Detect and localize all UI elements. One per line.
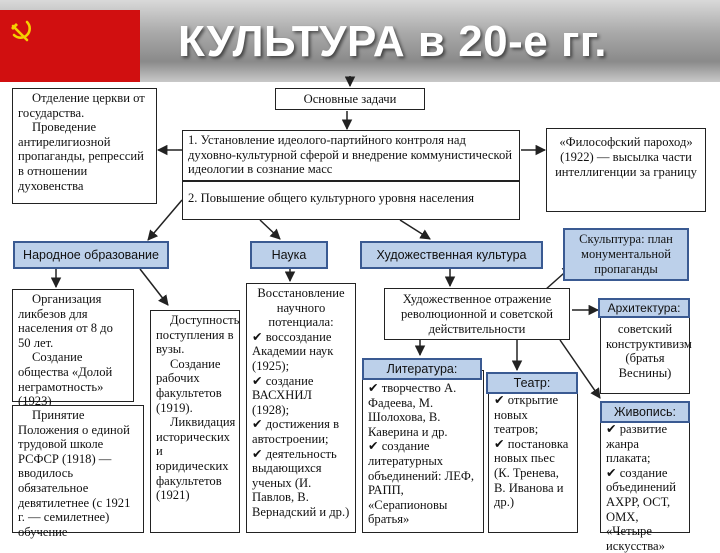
- education-label: Народное образование: [13, 241, 169, 269]
- church-separation-text: Отделение церкви от государства.: [18, 91, 145, 120]
- university-access-text: Доступность поступления в вузы.: [156, 313, 240, 357]
- down-with-illiteracy-text: Создание общества «Долой неграмотность» …: [18, 350, 113, 409]
- education-literacy-box: Организация ликбезов для населения от 8 …: [12, 289, 134, 408]
- science-heading: Восстановление научного потенциала:: [257, 286, 345, 330]
- science-item: ✔ деятельность выдающихся ученых (И. Пав…: [252, 446, 350, 519]
- painting-item: ✔ развитие жанра плаката;: [606, 422, 668, 466]
- architecture-box: советский конструктивизм (братья Веснины…: [600, 312, 692, 394]
- science-box: Восстановление научного потенциала: ✔ во…: [246, 283, 356, 533]
- soviet-flag: [0, 10, 140, 82]
- sculpture-callout: Скульптура: план монументальной пропаган…: [563, 228, 689, 281]
- theatre-item: ✔ открытие новых театров;: [494, 393, 559, 437]
- philosophy-steamer-box: «Философский пароход» (1922) — высылка ч…: [546, 128, 706, 212]
- science-item: ✔ создание ВАСХНИЛ (1928);: [252, 373, 314, 417]
- likbez-text: Организация ликбезов для населения от 8 …: [18, 292, 113, 350]
- architecture-callout: Архитектура:: [598, 298, 690, 318]
- church-box: Отделение церкви от государства. Проведе…: [12, 88, 157, 204]
- higher-education-box: Доступность поступления в вузы. Создание…: [150, 310, 240, 533]
- painting-box: ✔ развитие жанра плаката; ✔ создание объ…: [600, 413, 690, 553]
- theatre-box: ✔ открытие новых театров; ✔ постановка н…: [488, 384, 578, 533]
- page-title: КУЛЬТУРА в 20-е гг.: [178, 17, 607, 66]
- science-item: ✔ воссоздание Академии наук (1925);: [252, 329, 334, 373]
- theatre-item: ✔ постановка новых пьес (К. Тренева, В. …: [494, 436, 569, 510]
- antireligious-text: Проведение антирелигиозной пропаганды, р…: [18, 120, 144, 193]
- unified-school-text: Принятие Положения о единой трудовой шко…: [18, 408, 131, 539]
- art-label: Художественная культура: [360, 241, 543, 269]
- workers-faculties-text: Создание рабочих факультетов (1919).: [156, 356, 222, 415]
- literature-callout: Литература:: [362, 358, 482, 380]
- hammer-and-sickle-icon: [11, 20, 31, 42]
- painting-callout: Живопись:: [600, 401, 690, 423]
- task-ideology-control: 1. Установление идеолого-партийного конт…: [182, 130, 520, 181]
- literature-item: ✔ творчество А. Фадеева, М. Шолохова, В.…: [368, 381, 457, 439]
- literature-box: ✔ творчество А. Фадеева, М. Шолохова, В.…: [362, 370, 484, 533]
- task-cultural-level: 2. Повышение общего культурного уровня н…: [182, 181, 520, 220]
- faculties-liquidation-text: Ликвидация исторических и юридических фа…: [156, 415, 236, 503]
- science-item: ✔ достижения в автостроении;: [252, 417, 340, 446]
- main-tasks-title: Основные задачи: [275, 88, 425, 110]
- theatre-callout: Театр:: [486, 372, 578, 394]
- science-label: Наука: [250, 241, 328, 269]
- art-reflection-box: Художественное отражение революционной и…: [384, 288, 570, 340]
- unified-school-box: Принятие Положения о единой трудовой шко…: [12, 405, 144, 539]
- literature-item: ✔ создание литературных объединений: ЛЕФ…: [368, 439, 475, 527]
